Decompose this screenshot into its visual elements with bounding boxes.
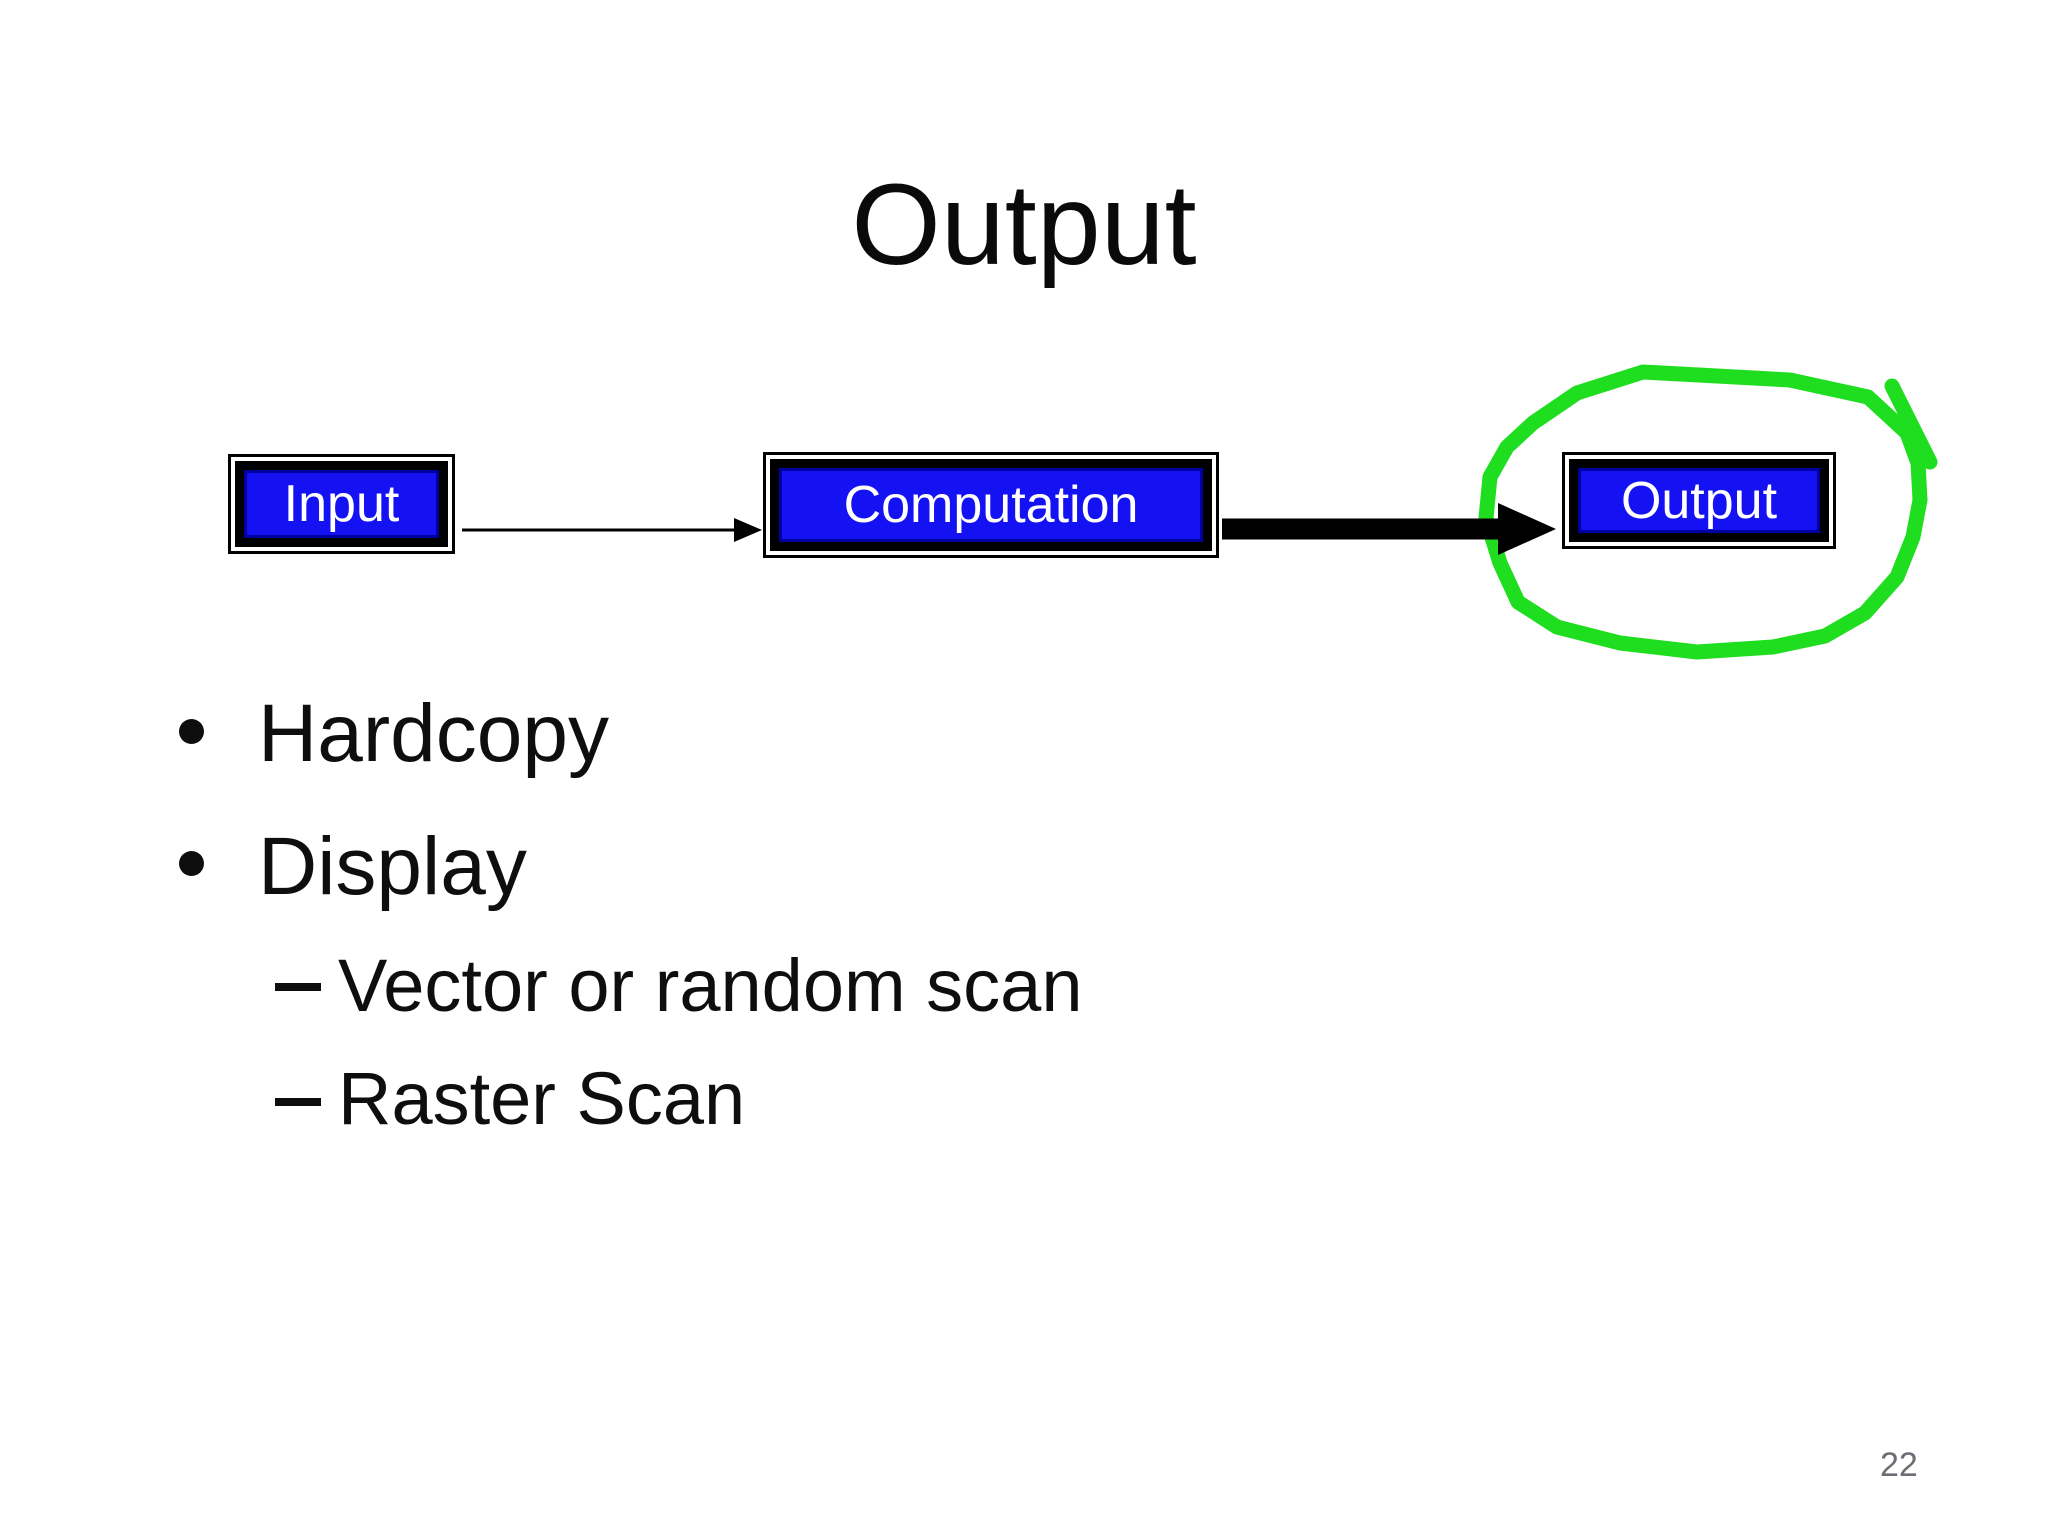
sub-bullet-dash-icon [275, 983, 321, 991]
thick-arrow [1222, 503, 1556, 555]
slide-title: Output [851, 161, 1197, 289]
green-circle-annotation [1478, 364, 1938, 660]
sub-bullet-item-raster-scan: Raster Scan [338, 1057, 746, 1140]
thin-arrow [462, 518, 762, 542]
bullet-item-hardcopy: Hardcopy [258, 688, 609, 779]
diagram-box-output-frame: Output [1569, 459, 1829, 542]
green-circle-tail [1884, 378, 1938, 470]
diagram-box-computation-label: Computation [779, 468, 1203, 542]
sub-bullet-item-vector-or-random-scan: Vector or random scan [338, 944, 1083, 1027]
diagram-box-output: Output [1562, 452, 1836, 549]
sub-bullet-dash-icon [275, 1098, 321, 1106]
diagram-box-output-label: Output [1578, 468, 1820, 533]
bullet-item-display: Display [258, 821, 527, 912]
diagram-box-input-label: Input [244, 470, 439, 538]
page-number: 22 [1880, 1446, 1918, 1484]
bullet-dot-icon [179, 719, 204, 744]
diagram-box-computation: Computation [763, 452, 1219, 558]
diagram-box-computation-frame: Computation [770, 459, 1212, 551]
bullet-dot-icon [179, 851, 204, 876]
diagram-box-input: Input [228, 454, 455, 554]
diagram-box-input-frame: Input [235, 461, 448, 547]
